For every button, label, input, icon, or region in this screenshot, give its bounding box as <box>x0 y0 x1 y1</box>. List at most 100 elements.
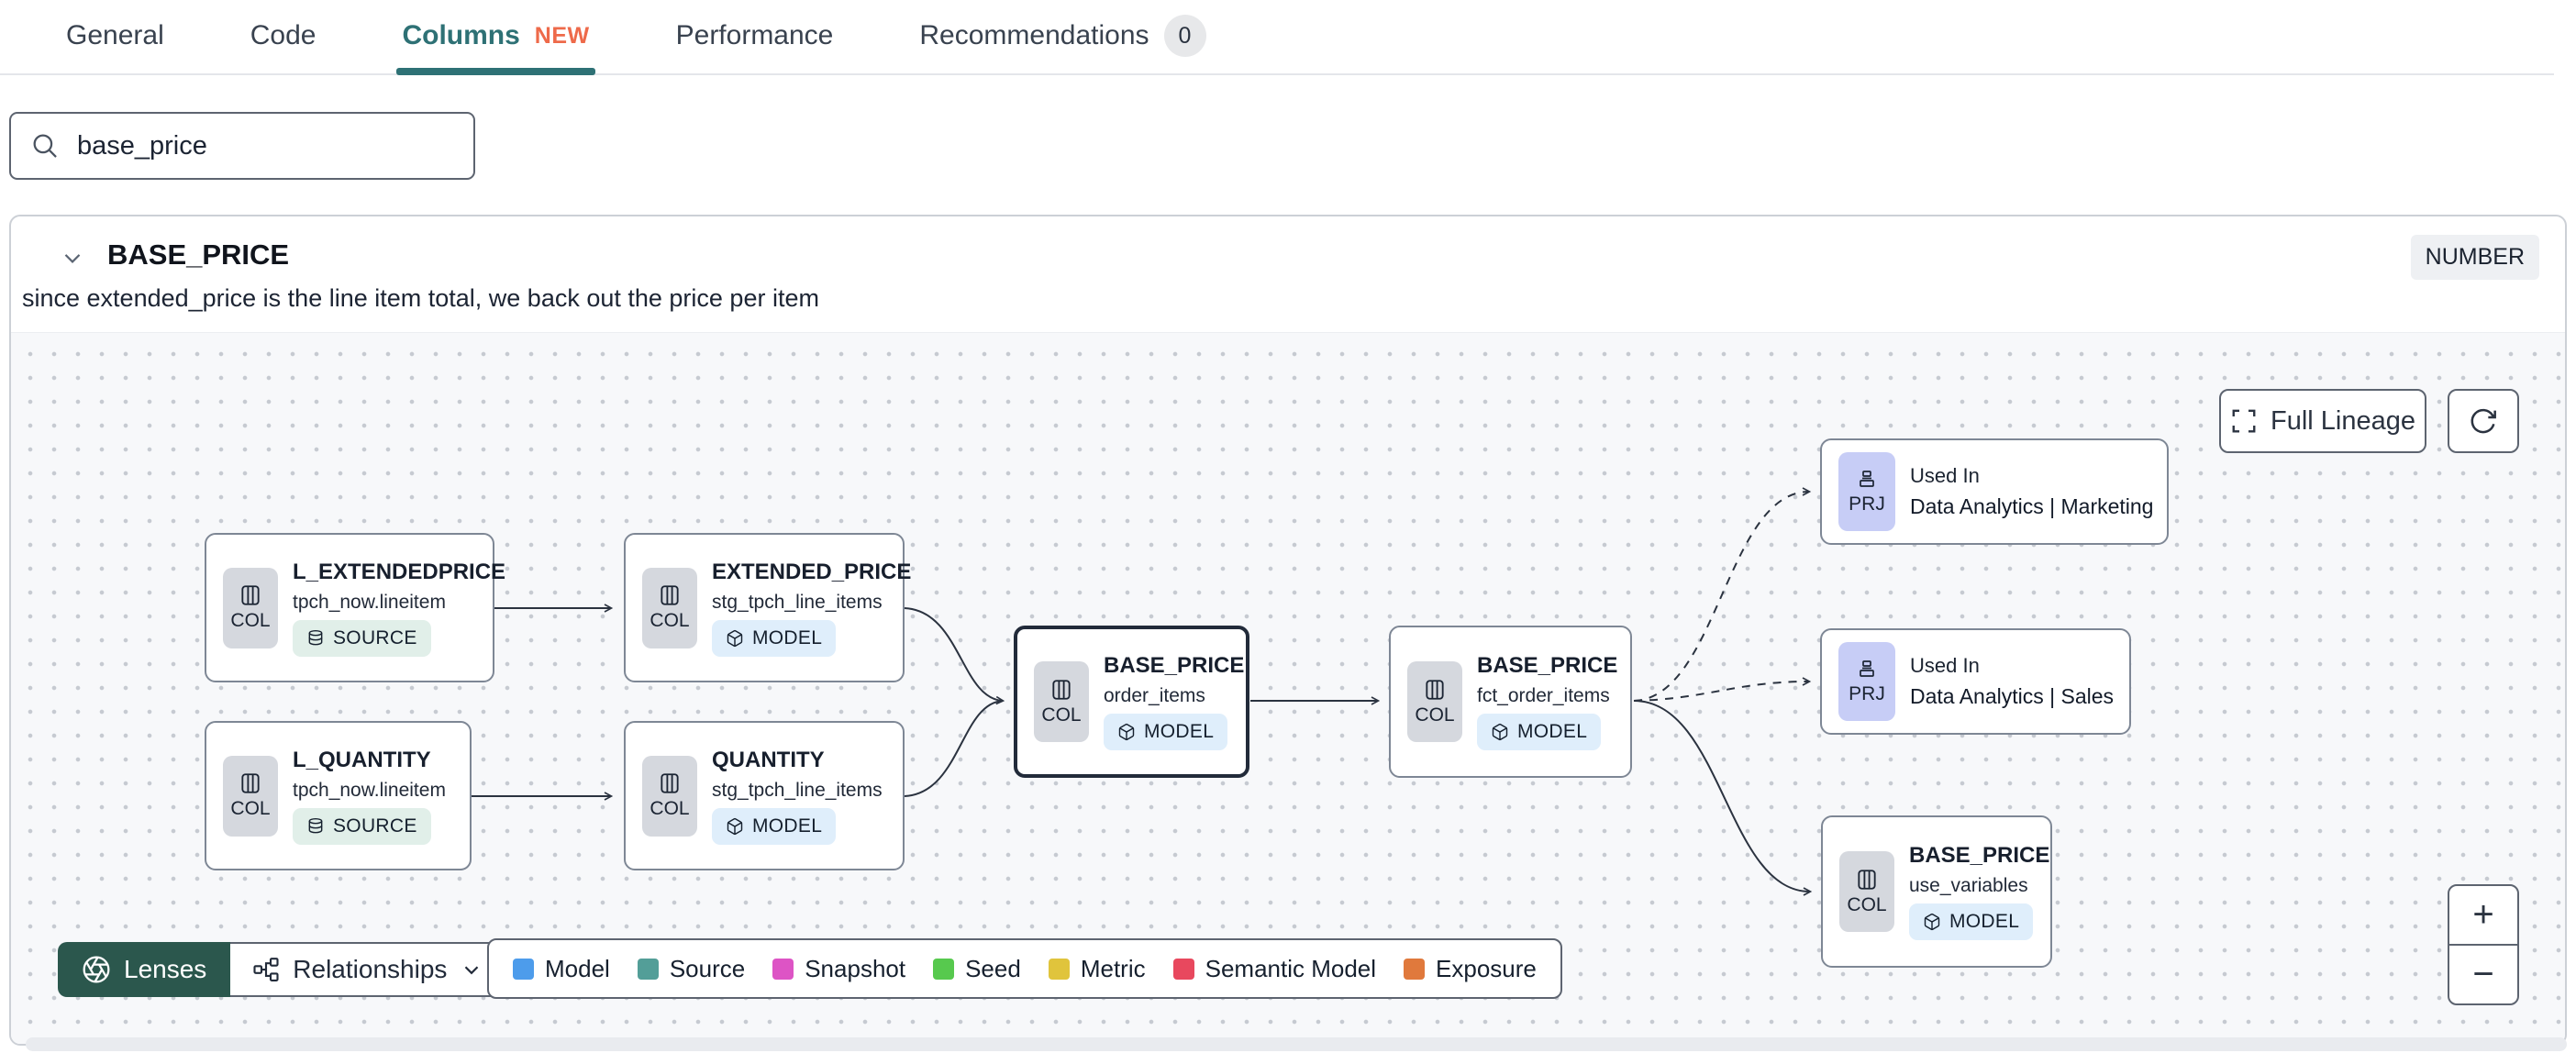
refresh-button[interactable] <box>2448 389 2519 453</box>
new-badge: NEW <box>534 22 590 49</box>
resource-type-badge: MODEL <box>712 619 837 657</box>
layers-icon <box>1860 660 1874 677</box>
lineage-node-quantity[interactable]: COL QUANTITY stg_tpch_line_items MODEL <box>624 721 905 870</box>
lineage-edges <box>472 487 1813 896</box>
legend-item-snapshot: Snapshot <box>772 955 905 983</box>
lineage-node-used-in-marketing[interactable]: PRJ Used In Data Analytics | Marketing <box>1820 438 2169 545</box>
tab-recommendations[interactable]: Recommendations 0 <box>919 0 1206 73</box>
node-title: QUANTITY <box>712 747 825 772</box>
node-title: L_QUANTITY <box>293 747 431 772</box>
legend-swatch <box>933 958 955 980</box>
columns-icon <box>241 585 260 605</box>
lineage-canvas[interactable]: COL L_EXTENDEDPRICE tpch_now.lineitem SO… <box>11 332 2565 1044</box>
column-panel: BASE_PRICE NUMBER since extended_price i… <box>9 215 2567 1046</box>
lineage-node-extended-price[interactable]: COL EXTENDED_PRICE stg_tpch_line_items M… <box>624 533 911 682</box>
count-badge: 0 <box>1163 15 1206 57</box>
zoom-in-button[interactable]: + <box>2449 886 2517 946</box>
legend-item-exposure: Exposure <box>1404 955 1537 983</box>
tab-code[interactable]: Code <box>250 0 316 73</box>
node-subtitle: fct_order_items <box>1477 685 1610 706</box>
node-subtitle: tpch_now.lineitem <box>293 779 446 801</box>
column-badge: COL <box>642 567 697 648</box>
legend-swatch <box>1172 958 1194 980</box>
tab-bar: General Code Columns NEW Performance Rec… <box>0 0 2554 75</box>
node-title: L_EXTENDEDPRICE <box>293 559 506 584</box>
tab-label: Performance <box>675 20 834 50</box>
legend-item-semantic-model: Semantic Model <box>1172 955 1376 983</box>
lineage-node-l-quantity[interactable]: COL L_QUANTITY tpch_now.lineitem SOURCE <box>205 721 472 870</box>
cube-icon <box>1118 723 1135 741</box>
node-subtitle: stg_tpch_line_items <box>712 779 883 801</box>
node-title: BASE_PRICE <box>1477 653 1618 678</box>
tab-label: Columns <box>402 20 520 50</box>
cube-icon <box>1492 723 1508 741</box>
legend-swatch <box>637 958 659 980</box>
lineage-node-base-price-fct-order-items[interactable]: COL BASE_PRICE fct_order_items MODEL <box>1389 626 1632 778</box>
tab-general[interactable]: General <box>66 0 164 73</box>
tab-label: General <box>66 20 164 50</box>
usage-title: Data Analytics | Sales <box>1910 684 2115 708</box>
column-badge: COL <box>642 755 697 837</box>
database-icon <box>308 817 323 833</box>
cube-icon <box>1924 913 1940 931</box>
cube-icon <box>727 817 743 835</box>
tab-performance[interactable]: Performance <box>676 0 834 73</box>
columns-icon <box>1426 679 1444 700</box>
columns-icon <box>1858 869 1876 890</box>
legend-swatch <box>1404 958 1426 980</box>
zoom-out-button[interactable]: − <box>2472 954 2494 994</box>
lineage-node-l-extendedprice[interactable]: COL L_EXTENDEDPRICE tpch_now.lineitem SO… <box>205 533 505 682</box>
lineage-toolbar: Lenses Relationships <box>58 942 508 997</box>
aperture-icon <box>83 956 110 983</box>
column-badge: COL <box>1407 661 1462 742</box>
collapse-chevron-icon[interactable] <box>59 244 86 272</box>
layers-icon <box>1860 470 1874 487</box>
resource-type-badge: MODEL <box>1909 903 2034 940</box>
resource-type-badge: MODEL <box>1104 714 1228 750</box>
lenses-button[interactable]: Lenses <box>58 942 231 997</box>
column-badge: COL <box>1839 851 1894 932</box>
column-search[interactable] <box>9 112 475 180</box>
node-subtitle: tpch_now.lineitem <box>293 591 446 613</box>
refresh-icon <box>2471 408 2496 434</box>
tab-label: Code <box>250 20 316 50</box>
column-badge: COL <box>1034 661 1089 742</box>
data-type-badge: NUMBER <box>2410 235 2539 280</box>
lineage-node-used-in-sales[interactable]: PRJ Used In Data Analytics | Sales <box>1820 628 2131 735</box>
horizontal-scrollbar[interactable] <box>26 1037 2567 1051</box>
node-title: BASE_PRICE <box>1909 843 2050 868</box>
tab-columns[interactable]: Columns NEW <box>396 0 595 75</box>
lineage-node-base-price-use-variables[interactable]: COL BASE_PRICE use_variables MODEL <box>1821 815 2052 968</box>
legend-swatch <box>513 958 534 980</box>
node-subtitle: stg_tpch_line_items <box>712 591 883 613</box>
cube-icon <box>727 629 743 647</box>
columns-icon <box>661 585 679 605</box>
search-icon <box>33 134 57 158</box>
resource-type-badge: MODEL <box>1477 714 1602 750</box>
expand-icon <box>2232 409 2256 433</box>
legend-swatch <box>1048 958 1070 980</box>
usage-label: Used In <box>1910 654 1980 677</box>
node-title: EXTENDED_PRICE <box>712 559 912 584</box>
lineage-node-base-price-order-items[interactable]: COL BASE_PRICE order_items MODEL <box>1014 626 1249 778</box>
hierarchy-icon <box>253 958 279 981</box>
full-lineage-button[interactable]: Full Lineage <box>2219 389 2426 453</box>
column-description: since extended_price is the line item to… <box>22 284 819 312</box>
legend-item-model: Model <box>513 955 610 983</box>
resource-type-badge: MODEL <box>712 807 837 845</box>
chevron-down-icon <box>465 966 479 975</box>
zoom-controls: + − <box>2448 884 2519 1005</box>
node-subtitle: order_items <box>1104 685 1205 706</box>
column-panel-header: BASE_PRICE NUMBER since extended_price i… <box>11 216 2565 332</box>
relationships-dropdown[interactable]: Relationships <box>230 942 508 997</box>
project-badge: PRJ <box>1838 642 1895 721</box>
resource-type-badge: SOURCE <box>293 619 431 657</box>
legend-swatch <box>772 958 794 980</box>
columns-icon <box>1052 679 1071 700</box>
node-subtitle: use_variables <box>1909 875 2028 896</box>
columns-icon <box>241 773 260 793</box>
column-badge: COL <box>223 567 278 648</box>
column-name: BASE_PRICE <box>107 238 290 271</box>
resource-legend: Model Source Snapshot Seed Metric Semant… <box>487 938 1562 999</box>
search-input[interactable] <box>77 130 455 161</box>
